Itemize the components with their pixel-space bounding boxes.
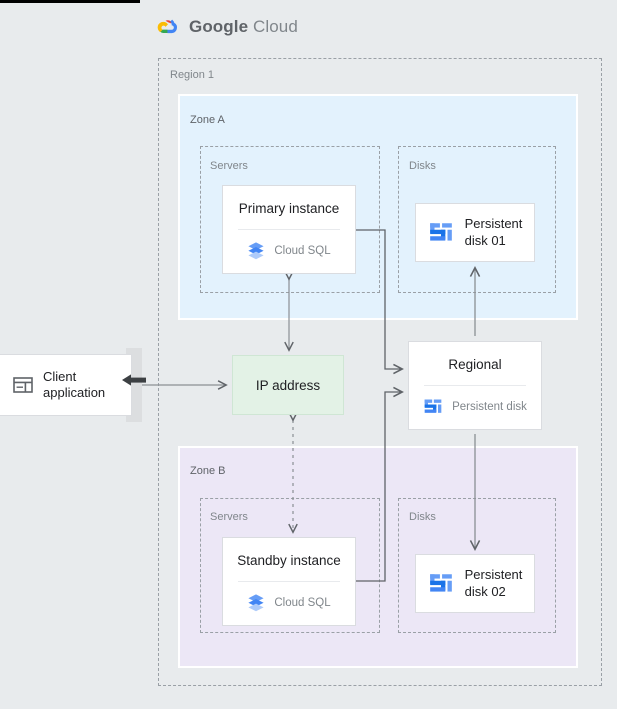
cloud-sql-icon	[248, 241, 264, 259]
persistent-disk-02-label: Persistent disk 02	[465, 567, 523, 600]
disks-group-zone-a-label: Disks	[409, 160, 436, 172]
persistent-disk-icon	[429, 573, 452, 592]
regional-disk-product: Persistent disk	[423, 397, 527, 417]
primary-instance-product: Cloud SQL	[247, 241, 331, 261]
regional-disk-card[interactable]: Regional Persistent disk	[408, 341, 542, 430]
card-divider	[237, 580, 341, 582]
top-edge-rule	[0, 0, 140, 3]
persistent-disk-icon	[424, 399, 442, 413]
standby-instance-product: Cloud SQL	[247, 593, 331, 613]
client-application-line1: Client	[43, 368, 77, 384]
persistent-disk-01-line1: Persistent	[464, 216, 523, 232]
browser-window-icon	[13, 377, 33, 393]
persistent-disk-01-card[interactable]: Persistent disk 01	[415, 203, 535, 262]
ip-address-label: IP address	[255, 377, 321, 393]
card-divider	[423, 384, 527, 386]
servers-group-zone-b-label: Servers	[210, 511, 248, 523]
primary-instance-product-label: Cloud SQL	[274, 244, 331, 257]
cloud-sql-icon	[248, 593, 264, 611]
google-cloud-logo-icon	[157, 19, 178, 34]
region-label: Region 1	[170, 69, 215, 81]
regional-disk-product-label: Persistent disk	[452, 400, 527, 413]
mouse-cursor-icon	[122, 374, 146, 386]
persistent-disk-02-card[interactable]: Persistent disk 02	[415, 554, 535, 613]
persistent-disk-02-line2: disk 02	[464, 583, 506, 599]
standby-instance-title: Standby instance	[237, 552, 341, 568]
ip-address-node[interactable]: IP address	[232, 355, 344, 415]
brand-cloud: Cloud	[252, 17, 298, 36]
brand-google: Google	[189, 17, 249, 36]
primary-instance-title: Primary instance	[238, 200, 340, 216]
client-application-label: Client application	[43, 369, 105, 402]
zone-a-label: Zone A	[190, 114, 225, 126]
google-cloud-logo: Google Cloud	[155, 14, 298, 40]
card-divider	[237, 228, 341, 230]
primary-instance-card[interactable]: Primary instance Cloud SQL	[222, 185, 356, 274]
persistent-disk-01-label: Persistent disk 01	[465, 216, 523, 249]
disks-group-zone-a	[398, 146, 556, 293]
google-cloud-wordmark: Google Cloud	[189, 17, 298, 37]
regional-disk-title: Regional	[448, 356, 502, 372]
client-application-card[interactable]: Client application	[0, 354, 132, 416]
disks-group-zone-b-label: Disks	[409, 511, 436, 523]
persistent-disk-01-line2: disk 01	[464, 232, 506, 248]
persistent-disk-02-line1: Persistent	[464, 567, 523, 583]
persistent-disk-icon	[429, 222, 452, 241]
region-container	[158, 58, 602, 686]
zone-b-label: Zone B	[190, 465, 226, 477]
servers-group-zone-a-label: Servers	[210, 160, 248, 172]
client-application-line2: application	[43, 385, 106, 400]
standby-instance-card[interactable]: Standby instance Cloud SQL	[222, 537, 356, 626]
standby-instance-product-label: Cloud SQL	[274, 596, 331, 609]
